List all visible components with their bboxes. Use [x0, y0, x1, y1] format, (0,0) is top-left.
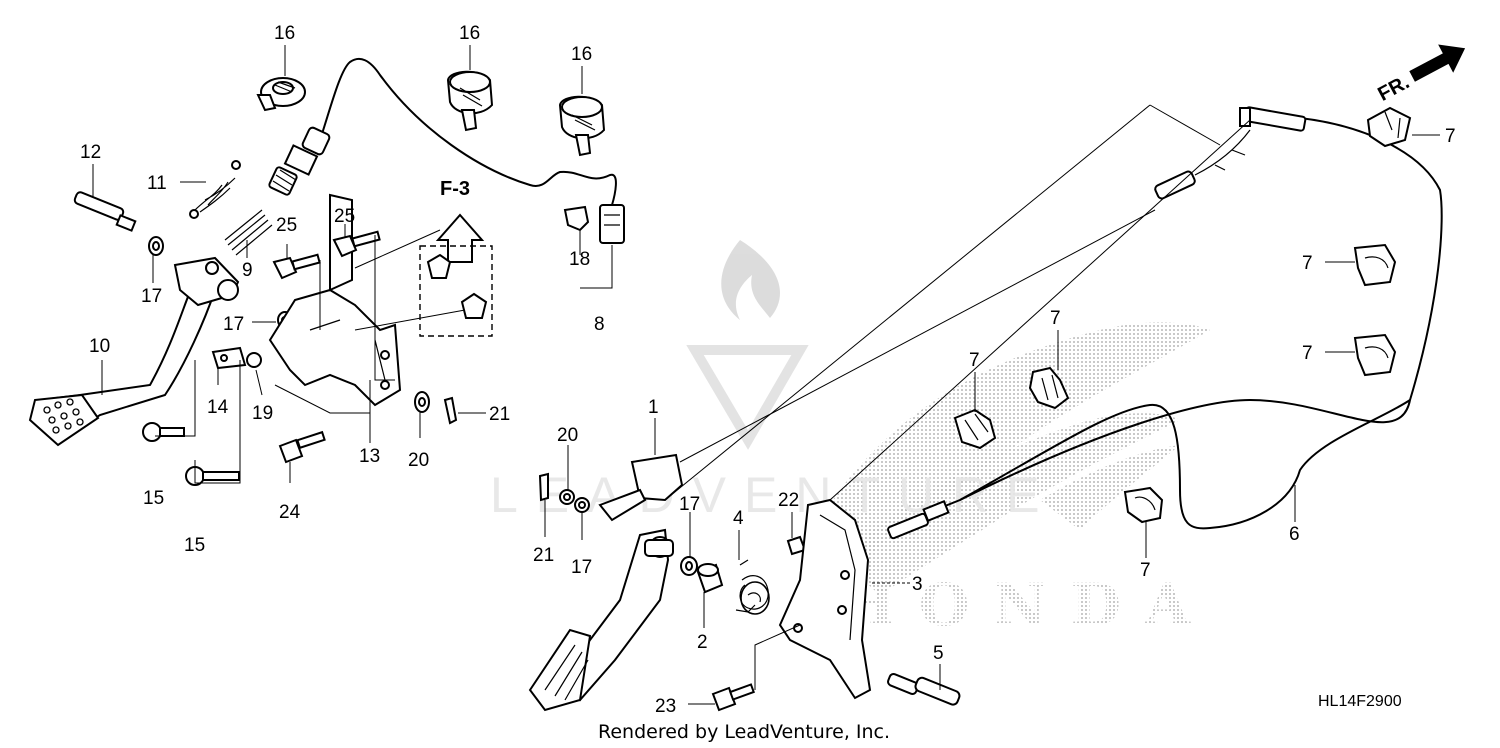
front-arrow-label: FR.: [1374, 71, 1413, 106]
leadventure-watermark-text: LEADVENTURE: [490, 467, 1058, 523]
front-arrow-icon: [1409, 44, 1466, 82]
callout-13: 13: [359, 446, 380, 467]
washer-20-left: [414, 391, 430, 413]
callout-18: 18: [569, 249, 590, 270]
clip-21-left: [443, 396, 458, 425]
callout-21-left: 21: [489, 404, 510, 425]
callout-21-right: 21: [533, 545, 554, 566]
callout-25-right: 25: [334, 206, 355, 227]
washer-20-right: [559, 489, 575, 505]
callout-17-pedal: 17: [679, 494, 700, 515]
bolt-23: [711, 683, 755, 712]
callout-16-left: 16: [274, 23, 295, 44]
callout-7-right-lower: 7: [1302, 343, 1313, 364]
bracket-13: [268, 193, 402, 407]
callout-19: 19: [252, 403, 273, 424]
detail-f3-arrow: [435, 213, 485, 263]
leader-lines: [92, 45, 1440, 705]
callout-15-upper: 15: [143, 488, 164, 509]
callout-11: 11: [147, 173, 167, 194]
retainer-clip-16-left: [256, 77, 306, 112]
callout-24: 24: [279, 502, 301, 523]
front-arrow-indicator: FR.: [1374, 44, 1466, 106]
callout-8: 8: [594, 314, 605, 335]
callout-15-lower: 15: [184, 535, 205, 556]
bolt-15-lower: [185, 466, 240, 486]
detail-f3-box: [419, 245, 493, 337]
callout-1: 1: [648, 397, 659, 418]
honda-watermark-text: HONDA: [840, 571, 1191, 639]
callout-16-right: 16: [571, 44, 592, 65]
bolt-25-left: [272, 253, 321, 280]
callout-17-mid: 17: [223, 314, 244, 335]
callout-7-right-upper: 7: [1302, 253, 1313, 274]
diagram-code: HL14F2900: [1318, 693, 1402, 710]
cable-clip-mid-1: [1028, 366, 1070, 410]
switch-connector-18: [563, 205, 590, 232]
cable-clip-top-right: [1366, 106, 1412, 148]
clip-21-right: [538, 472, 549, 502]
callout-5: 5: [933, 643, 944, 664]
cable-clip-lower: [1123, 486, 1164, 524]
cable-adjuster: [268, 126, 331, 196]
callout-4: 4: [733, 508, 744, 529]
callout-16-mid: 16: [459, 23, 480, 44]
callout-7-mid1: 7: [1050, 308, 1061, 329]
washer-17-pedal: [680, 556, 698, 576]
callout-17-left: 17: [141, 286, 162, 307]
pedal-bracket-3: [778, 498, 872, 700]
callout-14: 14: [207, 397, 229, 418]
throttle-cable: [887, 106, 1443, 540]
callout-20-left: 20: [408, 450, 429, 471]
callout-7-top-right: 7: [1445, 126, 1456, 147]
callout-3: 3: [912, 574, 923, 595]
switch-cable: [268, 57, 625, 244]
callout-7-lower: 7: [1140, 560, 1151, 581]
callout-22: 22: [778, 490, 799, 511]
retainer-clip-16-mid: [446, 70, 494, 132]
cable-clip-right-lower: [1353, 333, 1397, 377]
callout-7-mid2: 7: [969, 350, 980, 371]
brake-pedal-10: [28, 256, 240, 447]
washer-17-left: [148, 236, 164, 256]
pin-12: [73, 191, 137, 232]
cable-clip-right-upper: [1353, 243, 1397, 287]
washer-17-right: [574, 497, 590, 513]
callout-10: 10: [89, 336, 110, 357]
collar-19: [246, 352, 262, 368]
bolt-25-right: [332, 230, 381, 258]
pin-5: [887, 673, 961, 706]
callout-9: 9: [242, 260, 253, 281]
callout-2: 2: [697, 632, 708, 653]
callout-23: 23: [655, 696, 676, 717]
spring-9: [224, 209, 273, 256]
footer-credit: Rendered by LeadVenture, Inc.: [598, 721, 890, 743]
bolt-15-upper: [142, 422, 185, 442]
collar-2: [696, 563, 724, 594]
callout-12: 12: [80, 142, 101, 163]
callout-17-right: 17: [571, 557, 592, 578]
bolt-24: [278, 430, 326, 464]
detail-f3-label: F-3: [440, 178, 470, 200]
spring-11: [189, 160, 241, 219]
retainer-clip-16-right: [558, 95, 606, 157]
callout-25-left: 25: [276, 215, 297, 236]
stay-14: [211, 346, 247, 370]
detail-f3-group: F-3: [419, 178, 493, 337]
callout-6: 6: [1289, 524, 1300, 545]
spring-4: [735, 559, 770, 615]
callout-labels: 16 16 16 12 11 9 17 25 25 17 10 14 19 15…: [80, 23, 1456, 717]
callout-20-right: 20: [557, 425, 578, 446]
